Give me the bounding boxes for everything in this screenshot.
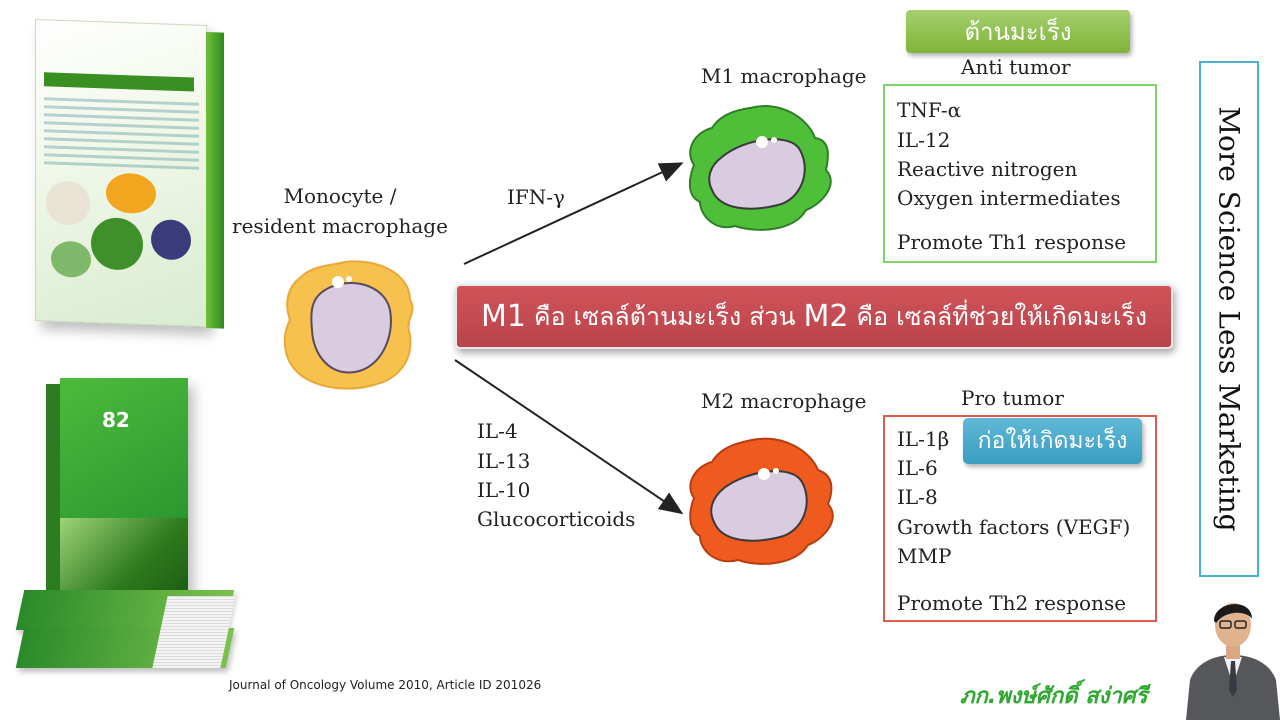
book-number: 82 bbox=[102, 408, 130, 432]
cannabis-leaf-image bbox=[60, 518, 188, 598]
book-spine-2 bbox=[46, 384, 60, 598]
monocyte-label-line2: resident macrophage bbox=[232, 214, 448, 238]
anti-cancer-tag: ต้านมะเร็ง bbox=[906, 10, 1130, 53]
summary-banner: M1 คือ เซลล์ต้านมะเร็ง ส่วน M2 คือ เซลล์… bbox=[455, 284, 1173, 349]
banner-m2: M2 bbox=[803, 299, 849, 334]
arrow-to-m1 bbox=[463, 162, 684, 265]
m1-product-3: Reactive nitrogen bbox=[897, 157, 1078, 181]
banner-m2-text: คือ เซลล์ที่ช่วยให้เกิดมะเร็ง bbox=[856, 301, 1148, 331]
monocyte-cell bbox=[283, 260, 414, 390]
banner-m1-text: คือ เซลล์ต้านมะเร็ง ส่วน bbox=[533, 301, 796, 331]
m2-product-5: MMP bbox=[897, 544, 952, 568]
m1-inducer: IFN-γ bbox=[507, 185, 565, 209]
journal-reference: Journal of Oncology Volume 2010, Article… bbox=[229, 678, 542, 692]
m2-inducer-1: IL-4 bbox=[477, 419, 518, 443]
m2-inducer-4: Glucocorticoids bbox=[477, 507, 636, 531]
arrow-to-m2 bbox=[454, 359, 684, 515]
pro-tumor-label: Pro tumor bbox=[961, 386, 1064, 410]
m1-response: Promote Th1 response bbox=[897, 230, 1127, 254]
presenter-photo bbox=[1186, 603, 1280, 720]
slogan-text: More Science Less Marketing bbox=[1212, 106, 1246, 532]
m2-macrophage-cell bbox=[689, 437, 834, 565]
monocyte-label-line1: Monocyte / bbox=[283, 184, 397, 208]
banner-m1: M1 bbox=[480, 299, 526, 334]
m2-response: Promote Th2 response bbox=[897, 591, 1127, 615]
m1-product-4: Oxygen intermediates bbox=[897, 186, 1121, 210]
m1-products-box: TNF-α IL-12 Reactive nitrogen Oxygen int… bbox=[883, 84, 1157, 263]
m2-product-2: IL-6 bbox=[897, 456, 938, 480]
m2-inducer-3: IL-10 bbox=[477, 478, 531, 502]
m2-product-1: IL-1β bbox=[897, 427, 950, 451]
m1-product-2: IL-12 bbox=[897, 128, 951, 152]
m2-label: M2 macrophage bbox=[701, 389, 867, 413]
m2-product-3: IL-8 bbox=[897, 485, 938, 509]
m1-macrophage-cell bbox=[688, 105, 832, 231]
m2-inducer-2: IL-13 bbox=[477, 449, 531, 473]
pro-cancer-tag: ก่อให้เกิดมะเร็ง bbox=[963, 418, 1142, 464]
presenter-credit: ภก.พงษ์ศักดิ์ สง่าศรี bbox=[960, 684, 1148, 709]
slogan-box: More Science Less Marketing bbox=[1199, 61, 1259, 577]
m1-product-1: TNF-α bbox=[897, 98, 962, 122]
book-cover-bottom: 82 bbox=[46, 378, 188, 598]
m2-product-4: Growth factors (VEGF) bbox=[897, 515, 1131, 539]
m1-label: M1 macrophage bbox=[701, 64, 867, 88]
anti-tumor-label: Anti tumor bbox=[961, 55, 1071, 79]
